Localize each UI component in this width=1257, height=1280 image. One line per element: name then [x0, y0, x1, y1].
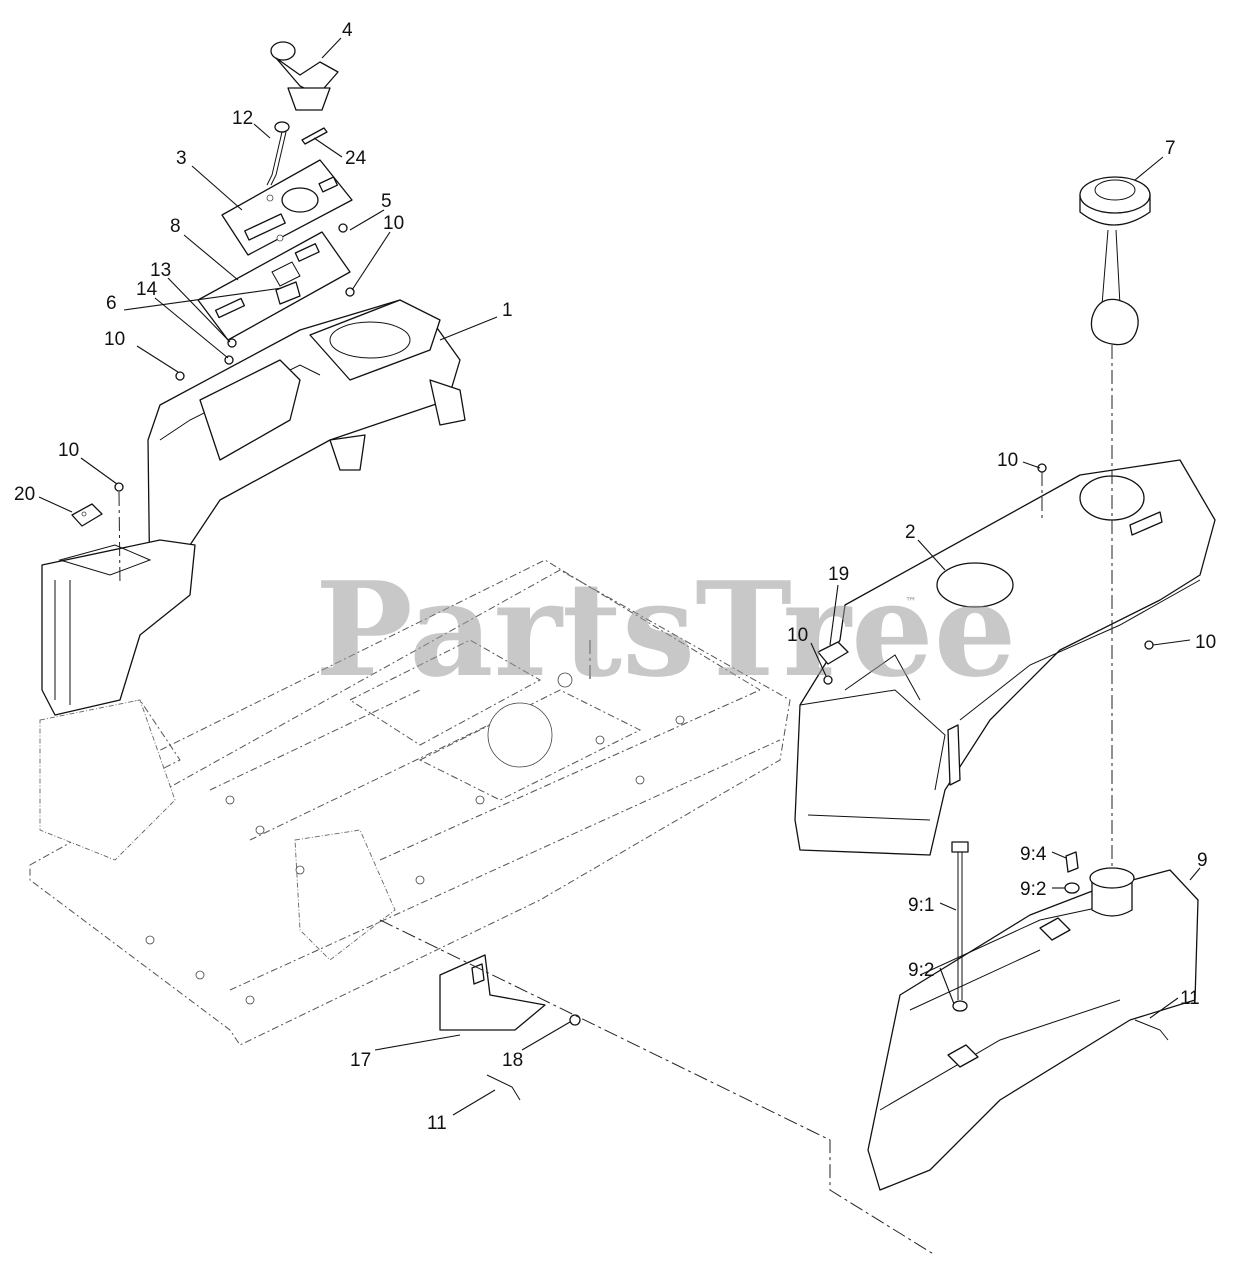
callout-11-right: 11 — [1180, 988, 1200, 1009]
part-9-fuel-tank — [867, 867, 1199, 1191]
part-9-1-fuel-line — [951, 841, 969, 1000]
callout-7: 7 — [1165, 138, 1176, 159]
callout-8: 8 — [170, 216, 181, 237]
callout-24: 24 — [345, 148, 367, 169]
callout-9: 9 — [1197, 850, 1208, 871]
part-8-plate — [197, 231, 351, 341]
callout-labels: 4 12 24 3 5 8 10 13 14 6 1 10 10 20 7 10… — [14, 20, 1216, 1134]
callout-11-left: 11 — [427, 1113, 447, 1134]
callout-18: 18 — [502, 1050, 523, 1071]
callout-1: 1 — [502, 300, 513, 321]
part-4-knob — [270, 41, 339, 111]
callout-17: 17 — [350, 1050, 371, 1071]
part-6-bracket — [275, 281, 301, 305]
callout-10-right-top: 10 — [997, 450, 1018, 471]
part-12-post — [266, 121, 290, 186]
callout-9-2-bottom: 9:2 — [908, 960, 934, 981]
callout-9-2-top: 9:2 — [1020, 879, 1046, 900]
part-20-decal — [71, 503, 103, 527]
callout-10-right: 10 — [1195, 632, 1216, 653]
part-9-2-grommet — [952, 882, 1080, 1012]
watermark: PartsTree — [315, 553, 1016, 706]
callout-19: 19 — [828, 564, 849, 585]
part-7-fuel-cap — [1079, 176, 1151, 346]
callout-3: 3 — [176, 148, 187, 169]
mower-frame — [29, 559, 791, 1046]
callout-10-left: 10 — [104, 329, 125, 350]
watermark-trademark: ™ — [905, 595, 917, 609]
part-1-left-console — [41, 299, 466, 716]
centerlines — [118, 345, 1113, 1256]
callout-13: 13 — [150, 260, 171, 281]
part-19-decal — [817, 641, 849, 665]
callout-9-1: 9:1 — [908, 895, 934, 916]
part-11-clip-left — [486, 1074, 521, 1101]
part-18-bolt — [569, 1014, 581, 1026]
part-11-clip-right — [1134, 1019, 1169, 1041]
callout-6: 6 — [106, 293, 117, 314]
part-24-decal-strip — [301, 127, 328, 145]
callout-14: 14 — [136, 279, 158, 300]
frame-pivot-hole — [487, 702, 553, 768]
part-3-control-panel — [221, 159, 353, 256]
part-9-4-fitting — [1065, 851, 1079, 873]
callout-10-mid: 10 — [787, 625, 808, 646]
callout-5: 5 — [381, 191, 392, 212]
callout-10-top: 10 — [383, 213, 404, 234]
leader-lines — [38, 37, 1201, 1116]
callout-10-left2: 10 — [58, 440, 79, 461]
part-17-bracket — [439, 954, 546, 1031]
callout-20: 20 — [14, 484, 35, 505]
callout-12: 12 — [232, 108, 253, 129]
callout-2: 2 — [905, 522, 916, 543]
callout-4: 4 — [342, 20, 353, 41]
callout-9-4: 9:4 — [1020, 844, 1047, 865]
